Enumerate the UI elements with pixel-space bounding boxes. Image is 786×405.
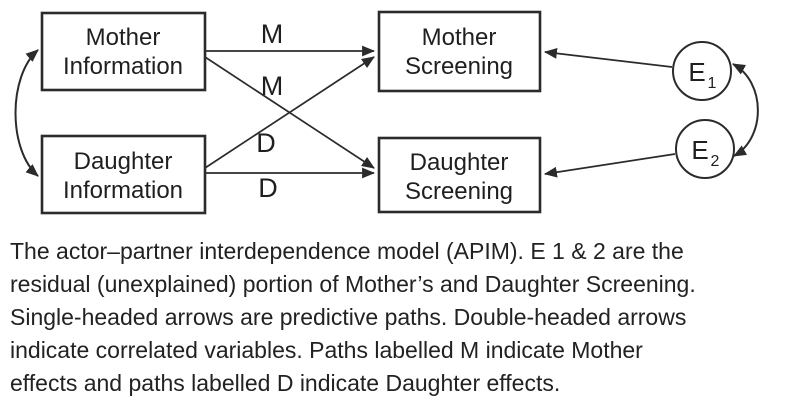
caption-line-3: Single-headed arrows are predictive path… [10,304,687,330]
node-e2-residual [675,119,735,179]
node-mother-screening [377,10,542,93]
arrow-residual-correlation [732,63,759,157]
daughter-screening-label-line2: Screening [405,178,513,205]
mother-information-label-line1: Mother [86,24,161,51]
node-daughter-information [40,134,207,215]
caption-line-5: effects and paths labelled D indicate Da… [10,370,561,396]
path-label-mother-partner: M [261,71,284,101]
caption-line-2: residual (unexplained) portion of Mother… [10,271,696,297]
path-label-daughter-partner: D [256,128,276,158]
caption-line-1: The actor–partner interdependence model … [10,238,684,264]
arrow-e1-residual [543,48,673,68]
mother-information-label-line2: Information [63,53,183,80]
e2-label: E [691,135,708,165]
figure-caption: The actor–partner interdependence model … [0,235,786,400]
e1-subscript: 1 [708,75,717,92]
arrow-information-correlation [14,49,39,177]
path-label-mother-actor: M [261,19,284,49]
daughter-information-label-line2: Information [63,177,183,204]
node-daughter-screening [377,136,542,214]
arrow-e2-residual [543,153,676,178]
caption-line-4: indicate correlated variables. Paths lab… [10,337,643,363]
path-label-daughter-actor: D [258,173,278,203]
node-e1-residual [672,41,732,101]
e2-subscript: 2 [711,153,720,170]
daughter-information-label-line1: Daughter [74,148,173,175]
mother-screening-label-line2: Screening [405,53,513,80]
apim-diagram-canvas: Mother Information Daughter Information … [14,10,759,215]
node-mother-information [40,11,207,92]
mother-screening-label-line1: Mother [422,24,497,51]
daughter-screening-label-line1: Daughter [410,149,509,176]
e1-label: E [688,57,705,87]
arrow-daughter-partner-effect [204,56,375,169]
